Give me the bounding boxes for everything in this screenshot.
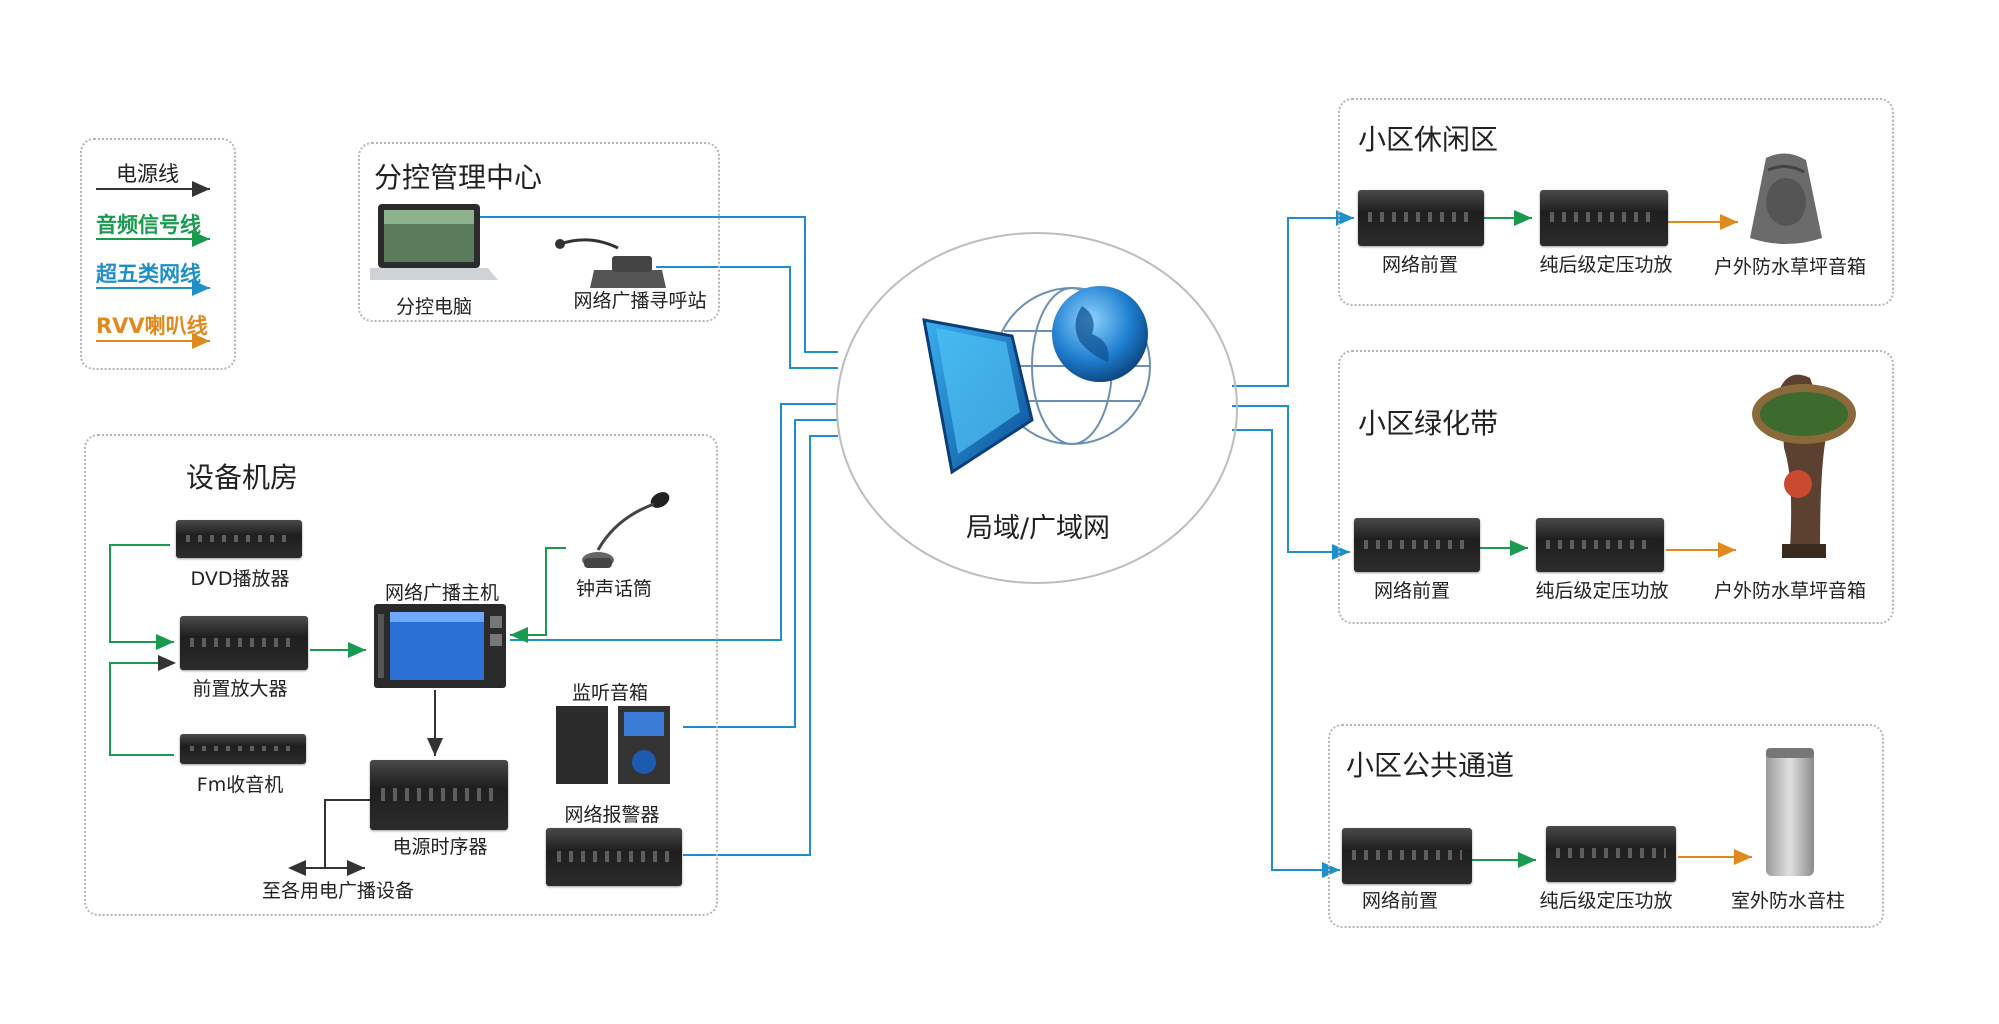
monitor-speaker-label: 监听音箱 — [571, 682, 649, 704]
chime-mic-label: 钟声话筒 — [575, 578, 653, 600]
legend-arrows — [96, 181, 210, 349]
zone-leisure-amp-device — [1540, 190, 1668, 246]
zone-green-title: 小区绿化带 — [1358, 407, 1499, 440]
power-sequencer-device — [370, 760, 508, 830]
preamp-label: 前置放大器 — [192, 678, 288, 700]
zone-leisure-preamp-device — [1358, 190, 1484, 246]
control-pc-label: 分控电脑 — [395, 296, 473, 318]
legend-cat5-label: 超五类网线 — [96, 262, 201, 286]
fm-radio-device — [180, 734, 306, 764]
zone-green-speaker-label: 户外防水草坪音箱 — [1713, 580, 1867, 602]
column-speaker-icon — [1766, 748, 1814, 876]
network-alarm-label: 网络报警器 — [564, 804, 660, 826]
zone-passage-preamp-device — [1342, 828, 1472, 884]
zone-green-preamp-label: 网络前置 — [1373, 580, 1451, 602]
legend-box — [80, 138, 236, 370]
network-ellipse — [836, 232, 1238, 584]
zone-passage-box — [1328, 724, 1884, 928]
power-sequencer-label: 电源时序器 — [392, 836, 488, 858]
legend-power-label: 电源线 — [116, 162, 179, 186]
dvd-player-device — [176, 520, 302, 558]
legend-audio-label: 音频信号线 — [96, 213, 201, 237]
zone-leisure-preamp-label: 网络前置 — [1381, 254, 1459, 276]
monitor-speaker-icon — [556, 706, 670, 784]
zone-passage-amp-device — [1546, 826, 1676, 882]
zone-leisure-title: 小区休闲区 — [1358, 123, 1499, 156]
equipment-room-title: 设备机房 — [186, 461, 299, 494]
zone-passage-amp-label: 纯后级定压功放 — [1539, 890, 1673, 912]
zone-green-box — [1338, 350, 1894, 624]
zone-leisure-speaker-label: 户外防水草坪音箱 — [1713, 256, 1867, 278]
zone-passage-speaker-label: 室外防水音柱 — [1730, 890, 1846, 912]
network-host-label: 网络广播主机 — [384, 582, 500, 604]
paging-station-icon — [555, 238, 666, 288]
zone-leisure-amp-label: 纯后级定压功放 — [1539, 254, 1673, 276]
zone-passage-title: 小区公共通道 — [1346, 749, 1515, 782]
rock-speaker-icon — [1750, 153, 1822, 244]
dvd-player-label: DVD播放器 — [190, 568, 290, 590]
preamp-device — [180, 616, 308, 670]
globe-monitor-icon — [922, 286, 1151, 475]
tree-speaker-icon — [1752, 374, 1856, 558]
paging-station-label: 网络广播寻呼站 — [573, 290, 707, 312]
network-label: 局域/广域网 — [965, 513, 1111, 544]
network-host-device — [374, 604, 506, 688]
chime-mic-icon — [582, 492, 670, 568]
zone-green-amp-device — [1536, 518, 1664, 572]
network-alarm-device — [546, 828, 682, 886]
zone-green-preamp-device — [1354, 518, 1480, 572]
to-all-devices-label: 至各用电广播设备 — [261, 880, 415, 902]
fm-radio-label: Fm收音机 — [196, 774, 284, 796]
legend-rvv-label: RVV喇叭线 — [96, 314, 208, 338]
zone-passage-preamp-label: 网络前置 — [1361, 890, 1439, 912]
equipment-room-box — [84, 434, 718, 916]
control-center-box — [358, 142, 720, 322]
zone-green-amp-label: 纯后级定压功放 — [1535, 580, 1669, 602]
zone-leisure-box — [1338, 98, 1894, 306]
laptop-icon — [370, 204, 498, 280]
control-center-title: 分控管理中心 — [374, 161, 543, 194]
